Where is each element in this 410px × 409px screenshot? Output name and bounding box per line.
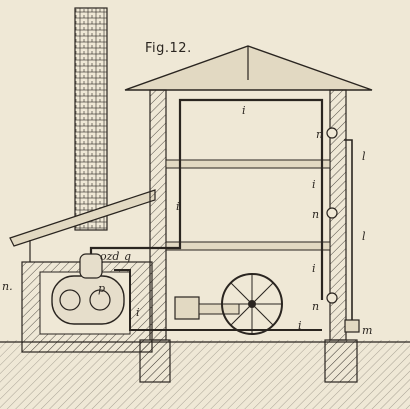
- chimney: [74, 7, 108, 231]
- label-valve-mid: n: [312, 208, 319, 221]
- label-trap: m: [362, 324, 372, 337]
- label-pipe-ground: i: [298, 319, 302, 332]
- valve-low: [326, 292, 338, 304]
- label-pipe-left-wall: i: [176, 200, 180, 213]
- label-downpipe-lower: l: [362, 230, 366, 243]
- steam-pipes: [89, 98, 353, 331]
- steam-engine: [174, 273, 283, 335]
- label-boiler: p: [98, 282, 105, 295]
- label-downpipe-upper: l: [362, 150, 366, 163]
- label-pipe-roof: i: [242, 104, 246, 117]
- label-pipe-boiler: i: [136, 306, 140, 319]
- label-pipe-q: q: [124, 250, 131, 263]
- label-valve-top: n: [316, 128, 323, 141]
- boiler: [51, 253, 125, 325]
- label-fittings: ozd: [100, 250, 119, 263]
- label-margin-mark: n.: [2, 280, 13, 293]
- figure-title: Fig.12.: [145, 41, 192, 56]
- label-pipe-right-low: i: [312, 262, 316, 275]
- label-valve-low: n: [312, 300, 319, 313]
- valve-top: [326, 127, 338, 139]
- main-building: [124, 45, 373, 383]
- label-pipe-right-mid: i: [312, 178, 316, 191]
- valve-mid: [326, 207, 338, 219]
- condensate-trap: [344, 319, 360, 333]
